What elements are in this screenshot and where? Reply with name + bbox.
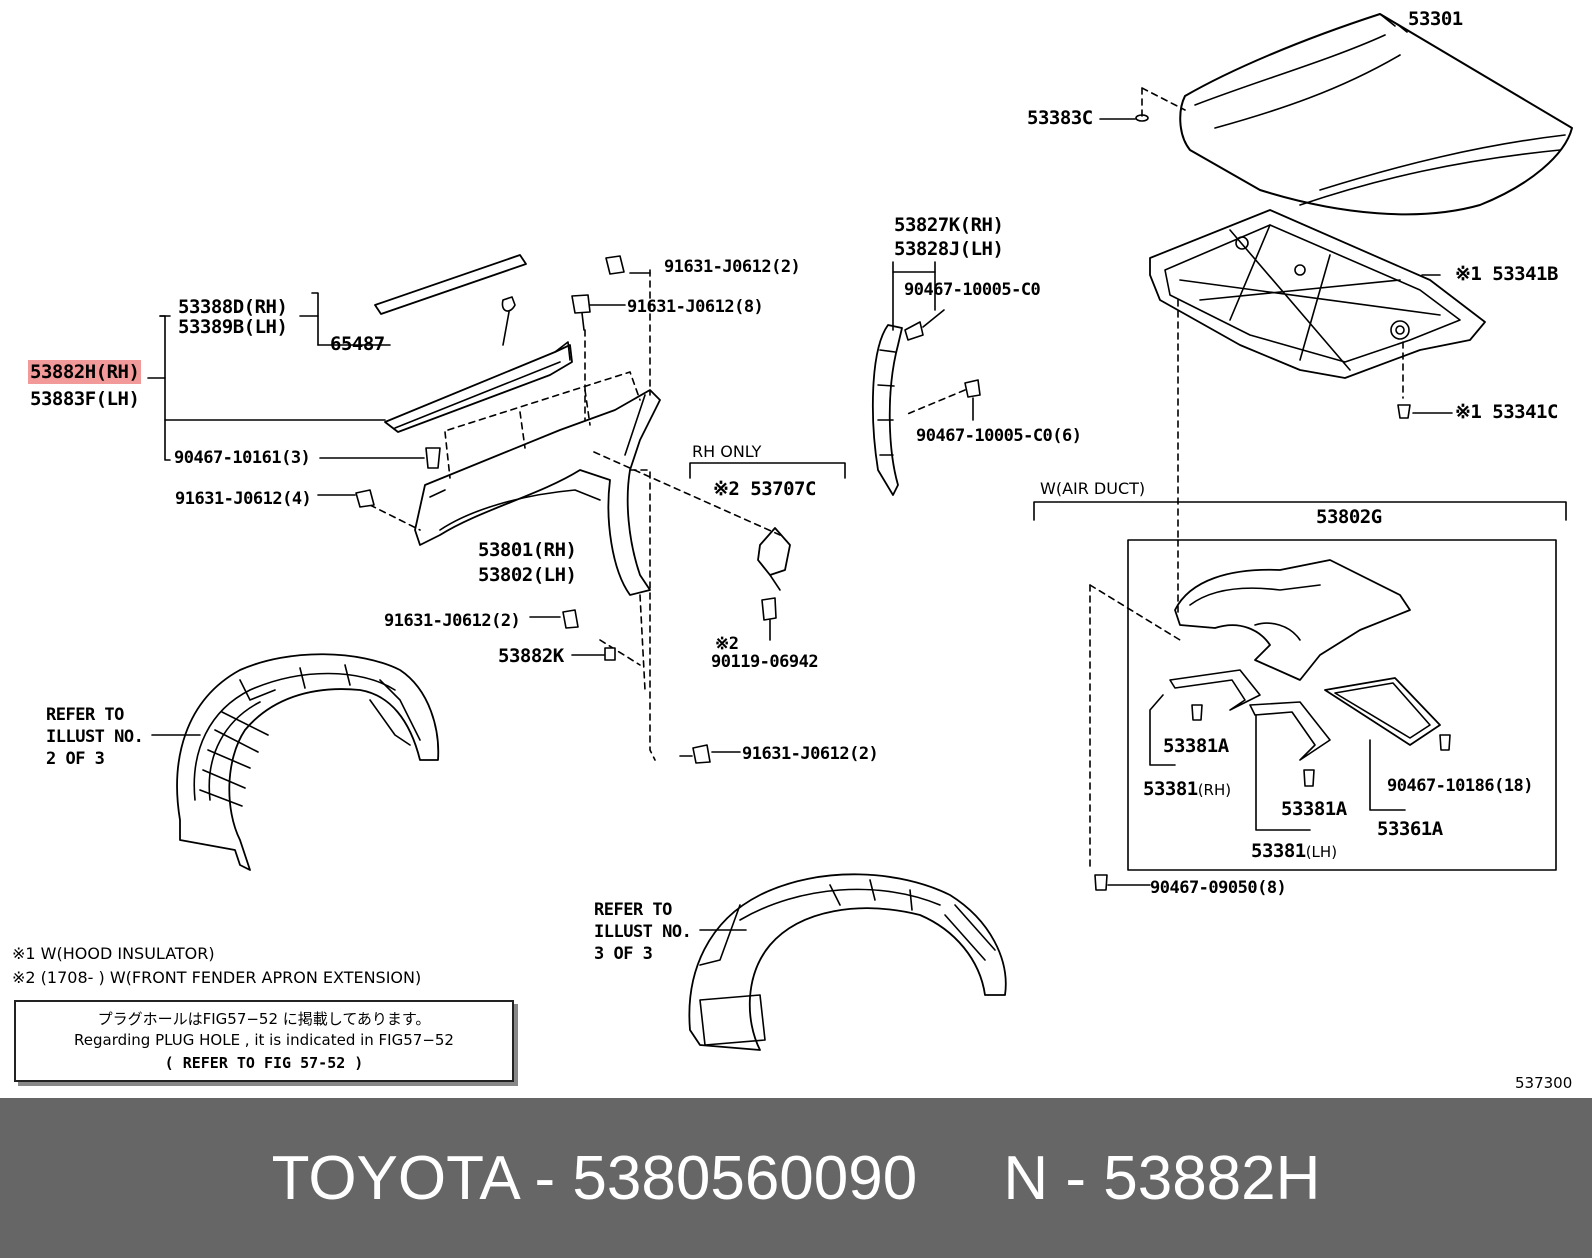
label-65487: 65487 <box>330 333 385 355</box>
label-53341b: ※1 53341B <box>1455 263 1558 285</box>
label-53389b: 53389B(LH) <box>178 316 288 338</box>
label-w-air-duct: W(AIR DUCT) <box>1040 479 1146 498</box>
refer-left-line1: REFER TO <box>46 705 124 725</box>
inner-liner-right <box>688 873 1007 1051</box>
label-53383c: 53383C <box>1027 107 1093 129</box>
label-91631-j0612-8: 91631-J0612(8) <box>627 297 764 317</box>
label-53381-lh: 53381(LH) <box>1251 842 1337 861</box>
figure-number: 537300 <box>1515 1074 1573 1092</box>
hood-insulator <box>1149 209 1486 379</box>
label-53882k: 53882K <box>498 645 564 667</box>
label-90119-mark: ※2 <box>715 634 739 654</box>
notice-line-en: Regarding PLUG HOLE , it is indicated in… <box>74 1031 454 1049</box>
refer-left-line3: 2 OF 3 <box>46 749 105 769</box>
highlighted-part-number: 53882H(RH) <box>28 360 142 384</box>
label-90467-10186: 90467-10186(18) <box>1387 776 1534 796</box>
parts-diagram: 53301 53383C ※1 53341B ※1 53341C 53827K(… <box>12 8 1573 1092</box>
apron-extension <box>757 527 791 641</box>
fender-seal-53827k <box>871 324 903 496</box>
label-53707c: ※2 53707C <box>713 478 816 500</box>
label-53381-lh-tag: (LH) <box>1305 843 1338 861</box>
fender-dashed-lines <box>369 269 781 761</box>
label-53801: 53801(RH) <box>478 539 577 561</box>
banner-text: TOYOTA - 5380560090 N - 53882H <box>271 1143 1321 1213</box>
label-53882h: 53882H(RH) <box>28 360 142 384</box>
label-rh-only: RH ONLY <box>692 442 762 461</box>
fender-seal-53882h <box>384 341 573 433</box>
label-53301: 53301 <box>1408 8 1463 30</box>
bolts <box>317 255 741 764</box>
label-53381-rh-number: 53381 <box>1143 778 1198 800</box>
label-90119-06942: 90119-06942 <box>711 652 819 672</box>
part-number-banner: TOYOTA - 5380560090 N - 53882H <box>0 1098 1592 1258</box>
label-53381a-2: 53381A <box>1281 798 1347 820</box>
label-90467-09050: 90467-09050(8) <box>1150 878 1287 898</box>
label-53381-lh-number: 53381 <box>1251 840 1306 862</box>
clips-duct <box>1094 704 1451 891</box>
refer-right-line3: 3 OF 3 <box>594 944 653 964</box>
diagram-drawing <box>147 13 1573 1051</box>
note-apron-extension: ※2 (1708- ) W(FRONT FENDER APRON EXTENSI… <box>12 968 422 987</box>
label-53802g: 53802G <box>1316 506 1382 528</box>
label-91631-j0612-2-mid: 91631-J0612(2) <box>384 611 521 631</box>
plug-hole-notice: プラグホールはFIG57−52 に掲載してあります。 Regarding PLU… <box>14 1000 514 1082</box>
label-90467-10005-c0-6: 90467-10005-C0(6) <box>916 426 1082 446</box>
label-53827k: 53827K(RH) <box>894 214 1004 236</box>
label-91631-j0612-4: 91631-J0612(4) <box>175 489 312 509</box>
notice-line-refer: ( REFER TO FIG 57-52 ) <box>164 1054 364 1072</box>
label-90467-10005-c0: 90467-10005-C0 <box>904 280 1041 300</box>
label-53341c: ※1 53341C <box>1455 401 1558 423</box>
clip-53383c-lines <box>1141 87 1186 119</box>
label-53381a-1: 53381A <box>1163 735 1229 757</box>
label-53802: 53802(LH) <box>478 564 577 586</box>
air-duct <box>1174 559 1411 681</box>
label-91631-j0612-2-bottom: 91631-J0612(2) <box>742 744 879 764</box>
hood-panel <box>1179 13 1573 216</box>
refer-right-line1: REFER TO <box>594 900 672 920</box>
label-90467-10161: 90467-10161(3) <box>174 448 311 468</box>
label-53388d: 53388D(RH) <box>178 296 288 318</box>
front-fender <box>414 389 661 596</box>
label-53828j: 53828J(LH) <box>894 238 1004 260</box>
inner-liner-left <box>176 653 440 871</box>
label-53381-rh-tag: (RH) <box>1197 781 1232 799</box>
label-53381-rh: 53381(RH) <box>1143 780 1231 799</box>
label-53361a: 53361A <box>1377 818 1443 840</box>
refer-right-line2: ILLUST NO. <box>594 922 692 942</box>
label-91631-j0612-2-top: 91631-J0612(2) <box>664 257 801 277</box>
notice-line-jp: プラグホールはFIG57−52 に掲載してあります。 <box>97 1010 431 1028</box>
note-hood-insulator: ※1 W(HOOD INSULATOR) <box>12 944 215 963</box>
refer-left-line2: ILLUST NO. <box>46 727 144 747</box>
label-53883f: 53883F(LH) <box>30 388 140 410</box>
